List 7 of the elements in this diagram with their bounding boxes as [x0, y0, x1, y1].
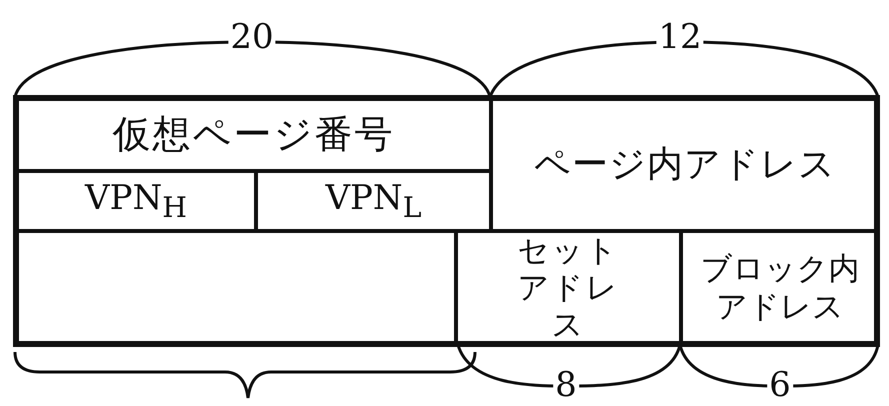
cell-text: VPN$_{H}$ — [85, 178, 187, 224]
table-cell — [255, 170, 492, 232]
cell-text: VPN$_{L}$ — [326, 178, 422, 224]
cell-text: セットアドレス — [516, 232, 620, 344]
cell-text: 仮想ページ番号 — [112, 112, 394, 158]
cell-text: ページ内アドレス — [534, 142, 836, 186]
cell-text: ブロック内アドレス — [699, 251, 860, 326]
